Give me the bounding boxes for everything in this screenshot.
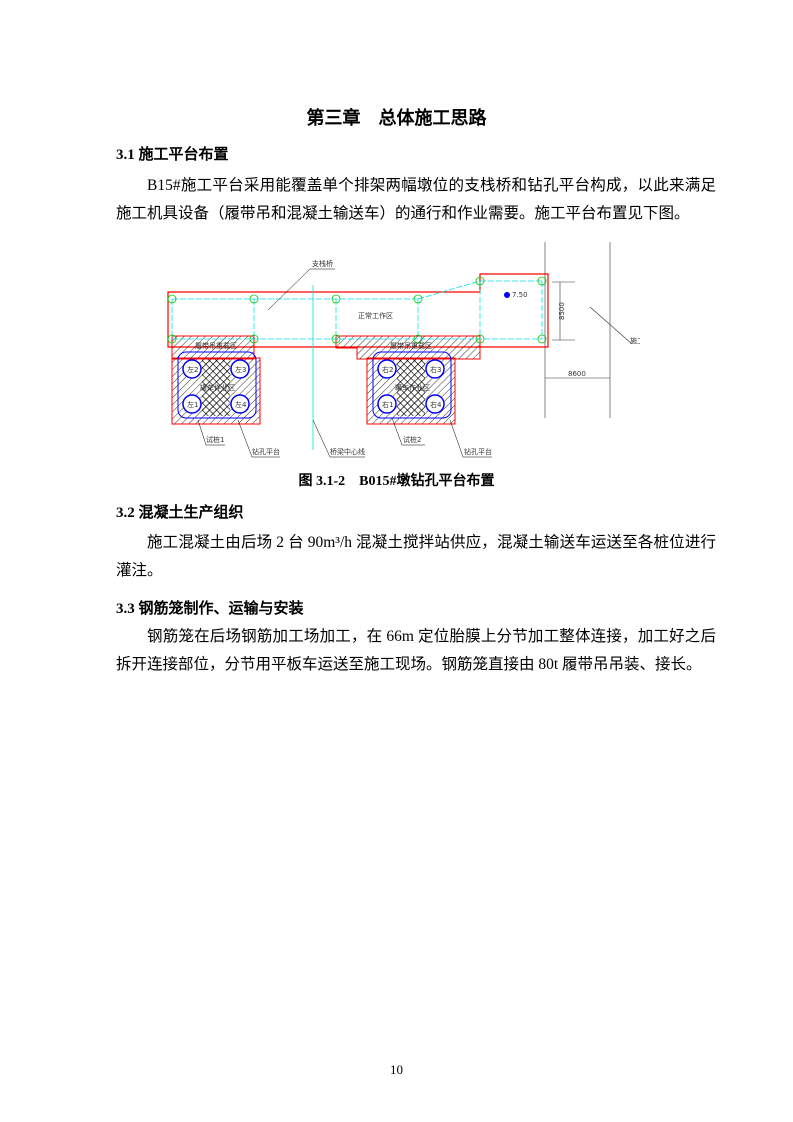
diagram-mark bbox=[372, 351, 452, 419]
diagram-mark bbox=[425, 394, 445, 414]
diagram-mark bbox=[267, 268, 311, 311]
pile-left-2: 左2 bbox=[187, 365, 198, 374]
drill-platform-diagram: 8500 8600 施工栈桥 左1 左2 bbox=[167, 242, 640, 458]
crane-area-label-left: 履带吊重载区 bbox=[195, 341, 237, 350]
diagram-mark bbox=[425, 359, 445, 379]
truck-area-left bbox=[202, 358, 230, 416]
diagram-mark bbox=[237, 419, 253, 458]
diagram-mark bbox=[230, 394, 250, 414]
diagram-mark bbox=[377, 359, 397, 379]
section-heading-3-2: 3.2 混凝土生产组织 bbox=[116, 505, 244, 521]
diagram-mark bbox=[504, 292, 510, 298]
construction-trestle-label: 施工栈桥 bbox=[630, 336, 640, 345]
diagram-mark bbox=[230, 359, 250, 379]
normal-work-area-label: 正常工作区 bbox=[358, 311, 393, 320]
diagram-mark bbox=[182, 359, 202, 379]
crane-area-label-right: 履带吊重载区 bbox=[390, 341, 432, 350]
diagram-mark bbox=[249, 334, 259, 344]
diagram-mark bbox=[167, 294, 177, 304]
diagram-mark bbox=[331, 294, 341, 304]
diagram-mark bbox=[449, 419, 464, 458]
chapter-title: 第三章 总体施工思路 bbox=[306, 108, 487, 128]
diagram-mark bbox=[331, 334, 341, 344]
diagram-mark bbox=[171, 280, 543, 340]
truck-area-label-right: 罐车作业区 bbox=[395, 383, 430, 392]
page-number: 10 bbox=[390, 1062, 403, 1077]
test-pile-2-label: 试桩2 bbox=[403, 435, 421, 444]
dim-horizontal: 8600 bbox=[568, 370, 586, 378]
pile-right-1: 右1 bbox=[382, 400, 393, 409]
diagram-mark bbox=[197, 419, 207, 446]
section-heading-3-3: 3.3 钢筋笼制作、运输与安装 bbox=[116, 601, 304, 617]
drill-platform-label-2: 钻孔平台 bbox=[464, 447, 492, 456]
crane-heavy-area-left bbox=[171, 335, 255, 360]
dim-vertical: 8500 bbox=[558, 302, 566, 320]
truck-area-label-left: 罐车作业区 bbox=[200, 383, 235, 392]
pile-right-3: 右3 bbox=[430, 365, 441, 374]
diagram-mark bbox=[417, 280, 481, 300]
truck-area-right bbox=[397, 358, 425, 416]
paragraph-3-2: 施工混凝土由后场 2 台 90m³/h 混凝土搅拌站供应，混凝土输送车运送至各桩… bbox=[116, 534, 716, 579]
diagram-mark bbox=[197, 268, 492, 458]
diagram-mark bbox=[249, 294, 259, 304]
diagram-mark bbox=[475, 334, 485, 344]
pile-right-2: 右2 bbox=[382, 365, 393, 374]
diagram-mark bbox=[377, 394, 397, 414]
branch-trestle-label: 支栈桥 bbox=[312, 259, 333, 268]
pile-nodes bbox=[167, 276, 547, 344]
section-heading-3-1: 3.1 施工平台布置 bbox=[116, 147, 229, 163]
diagram-mark bbox=[167, 334, 177, 344]
figure-caption: 图 3.1-2 B015#墩钻孔平台布置 bbox=[298, 474, 495, 489]
crane-heavy-area-right bbox=[335, 335, 481, 360]
bridge-centerline-label: 桥梁中心线 bbox=[330, 447, 365, 456]
diagram-mark bbox=[413, 334, 423, 344]
paragraph-3-1: B15#施工平台采用能覆盖单个排架两幅墩位的支栈桥和钻孔平台构成，以此来满足施工… bbox=[116, 177, 716, 222]
drill-platform-label-1: 钻孔平台 bbox=[252, 447, 280, 456]
diagram-mark bbox=[413, 294, 423, 304]
pile-right-4: 右4 bbox=[430, 400, 442, 409]
elevation-label: 7.50 bbox=[512, 291, 528, 299]
construction-trestle bbox=[544, 242, 633, 418]
pile-left-1: 左1 bbox=[187, 400, 198, 409]
diagram-mark bbox=[475, 276, 485, 286]
test-pile-1-label: 试桩1 bbox=[206, 435, 224, 444]
pile-left-4: 左4 bbox=[235, 400, 247, 409]
piles bbox=[182, 359, 445, 414]
diagram-mark bbox=[182, 394, 202, 414]
diagram-mark bbox=[589, 306, 633, 345]
diagram-mark bbox=[537, 276, 547, 286]
diagram-mark bbox=[537, 334, 547, 344]
diagram-mark bbox=[391, 417, 403, 446]
diagram-mark bbox=[177, 351, 257, 419]
diagram-mark bbox=[312, 419, 331, 458]
pile-left-3: 左3 bbox=[235, 365, 246, 374]
paragraph-3-3: 钢筋笼在后场钢筋加工场加工，在 66m 定位胎膜上分节加工整体连接，加工好之后拆… bbox=[116, 628, 716, 673]
